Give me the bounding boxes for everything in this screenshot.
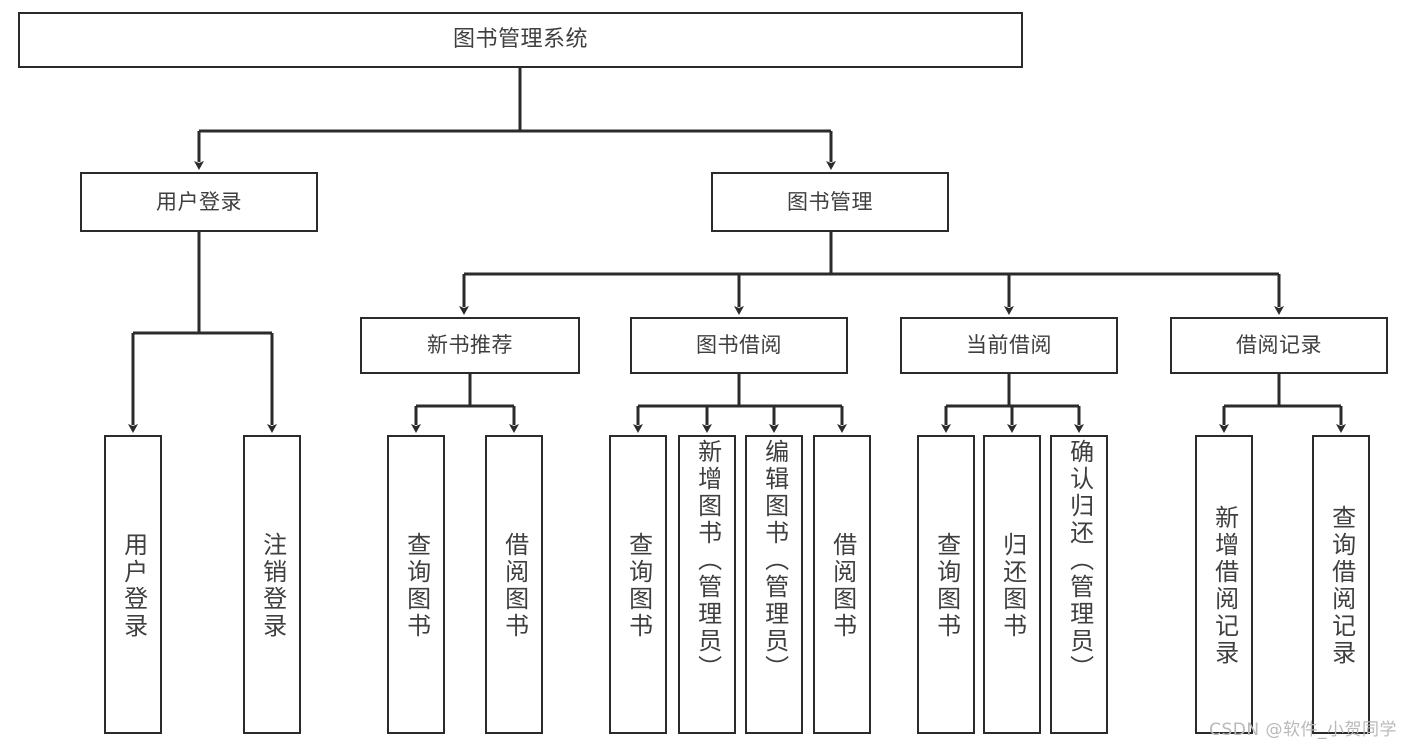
node-label: 用户登录 — [119, 531, 148, 640]
node-label: 借阅图书 — [500, 531, 529, 640]
node-label: 查询图书 — [932, 531, 961, 640]
node-new-book-recommend[interactable]: 新书推荐 — [360, 317, 580, 374]
leaf-current-query-book[interactable]: 查询图书 — [917, 435, 975, 734]
node-root-system[interactable]: 图书管理系统 — [18, 12, 1023, 68]
node-label: 用户登录 — [156, 189, 242, 214]
leaf-record-query[interactable]: 查询借阅记录 — [1312, 435, 1370, 734]
leaf-new-book-query[interactable]: 查询图书 — [387, 435, 445, 734]
node-label: 查询借阅记录 — [1327, 504, 1356, 667]
leaf-borrow-query-book[interactable]: 查询图书 — [609, 435, 667, 734]
node-label: 借阅图书 — [828, 531, 857, 640]
leaf-borrow-add-book-admin[interactable]: 新增图书（管理员） — [678, 435, 736, 734]
node-borrow-record[interactable]: 借阅记录 — [1170, 317, 1388, 374]
node-label: 新增借阅记录 — [1210, 504, 1239, 667]
node-label: 新书推荐 — [427, 333, 513, 358]
node-label: 确认归还（管理员） — [1065, 439, 1094, 682]
node-label: 图书管理系统 — [452, 27, 588, 53]
node-label: 查询图书 — [624, 531, 653, 640]
leaf-user-login-signin[interactable]: 用户登录 — [104, 435, 162, 734]
node-label: 新增图书（管理员） — [693, 439, 722, 682]
node-current-borrow[interactable]: 当前借阅 — [900, 317, 1118, 374]
node-label: 查询图书 — [402, 531, 431, 640]
node-book-borrow[interactable]: 图书借阅 — [630, 317, 848, 374]
node-book-management[interactable]: 图书管理 — [711, 172, 949, 232]
leaf-borrow-borrow-book[interactable]: 借阅图书 — [813, 435, 871, 734]
node-label: 归还图书 — [998, 531, 1027, 640]
leaf-record-add[interactable]: 新增借阅记录 — [1195, 435, 1253, 734]
csdn-watermark: CSDN @软件_小贺同学 — [1209, 720, 1397, 740]
leaf-current-return-book[interactable]: 归还图书 — [983, 435, 1041, 734]
node-label: 注销登录 — [258, 531, 287, 640]
leaf-current-confirm-return-admin[interactable]: 确认归还（管理员） — [1050, 435, 1108, 734]
leaf-user-login-signout[interactable]: 注销登录 — [243, 435, 301, 734]
node-label: 图书借阅 — [696, 333, 782, 358]
node-label: 编辑图书（管理员） — [760, 439, 789, 682]
node-label: 借阅记录 — [1236, 333, 1322, 358]
leaf-new-book-borrow[interactable]: 借阅图书 — [485, 435, 543, 734]
node-user-login[interactable]: 用户登录 — [80, 172, 318, 232]
leaf-borrow-edit-book-admin[interactable]: 编辑图书（管理员） — [745, 435, 803, 734]
node-label: 当前借阅 — [966, 333, 1052, 358]
node-label: 图书管理 — [787, 189, 873, 214]
